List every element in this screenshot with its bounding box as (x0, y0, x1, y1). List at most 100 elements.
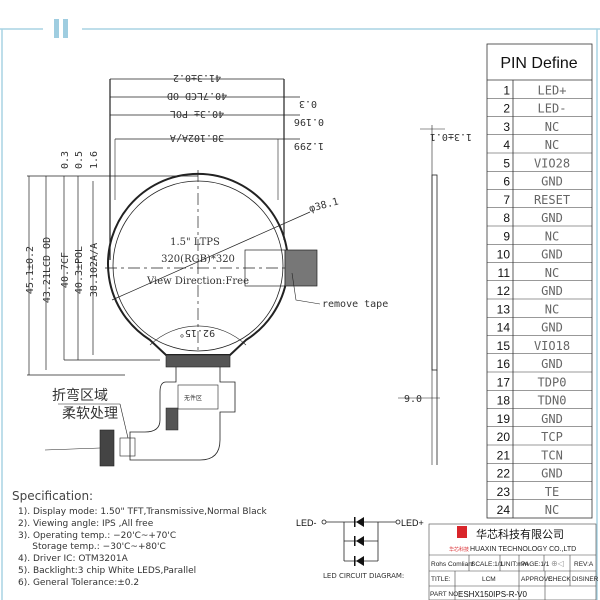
svg-text:40.7LCD OD: 40.7LCD OD (167, 90, 227, 101)
pin-number: 9 (503, 229, 510, 243)
led-circuit-caption: LED CIRCUIT DIAGRAM: (323, 572, 404, 580)
svg-text:40.3±POL: 40.3±POL (74, 246, 85, 294)
svg-text:Rohs Comliant: Rohs Comliant (431, 561, 474, 568)
svg-text:remove tape: remove tape (322, 299, 388, 310)
pin-name: NC (545, 138, 559, 152)
svg-text:1). Display mode: 1.50" TFT,Tr: 1). Display mode: 1.50" TFT,Transmissive… (18, 507, 268, 517)
pin-number: 22 (497, 467, 511, 481)
side-view (398, 125, 445, 465)
pin-table-title: PIN Define (500, 55, 577, 72)
svg-text:ESHX150IPS-R-V0: ESHX150IPS-R-V0 (458, 590, 527, 599)
side-dim-label: 9.0 (404, 394, 422, 405)
led-diode-icon (354, 517, 364, 566)
projection-symbol-icon: ⊕◁ (551, 559, 564, 568)
pin-number: 12 (497, 284, 511, 298)
display-annotations: 1.5" LTPS 320(RGB)*320 View Direction:Fr… (52, 196, 388, 422)
pin-row: 13 NC (487, 298, 592, 316)
front-view (27, 78, 321, 467)
led-plus-label: LED+ (401, 518, 424, 528)
pin-name: VIO18 (534, 339, 570, 353)
pin-number: 14 (497, 321, 511, 335)
svg-text:REV:A: REV:A (574, 561, 594, 568)
pin-name: GND (541, 321, 563, 335)
pin-number: 10 (497, 248, 511, 262)
pin-number: 6 (503, 175, 510, 189)
pin-row: 7 RESET (487, 189, 592, 207)
svg-text:5). Backlight:3 chip White LED: 5). Backlight:3 chip White LEDS,Parallel (18, 566, 196, 576)
svg-text:1.299: 1.299 (294, 140, 324, 151)
pin-number: 8 (503, 211, 510, 225)
svg-text:92.15°: 92.15° (179, 327, 215, 338)
pin-number: 24 (497, 503, 511, 517)
pin-row: 9 NC (487, 225, 592, 243)
pin-row: 12 GND (487, 280, 592, 298)
svg-text:APPROVE: APPROVE (521, 576, 553, 583)
pin-name: LED+ (538, 83, 567, 97)
pin-name: TDN0 (538, 394, 567, 408)
pin-number: 5 (503, 156, 510, 170)
svg-text:320(RGB)*320: 320(RGB)*320 (161, 254, 235, 265)
pin-number: 23 (497, 485, 511, 499)
pin-name: GND (541, 412, 563, 426)
svg-text:Specification:: Specification: (12, 489, 93, 503)
pin-number: 3 (503, 120, 510, 134)
remove-tape-area (284, 249, 318, 287)
pin-number: 11 (498, 266, 511, 280)
pin-row: 14 GND (487, 316, 592, 335)
pin-name: GND (541, 467, 563, 481)
pin-name: GND (541, 284, 563, 298)
pin-name: GND (541, 248, 563, 262)
pin-row: 23 TE (487, 481, 592, 499)
svg-text:1.5" LTPS: 1.5" LTPS (170, 237, 220, 248)
pin-number: 1 (503, 83, 510, 97)
svg-text:4). Driver IC: OTM3201A: 4). Driver IC: OTM3201A (18, 554, 129, 564)
pin-number: 7 (503, 193, 510, 207)
svg-text:40.7CF: 40.7CF (60, 252, 71, 288)
svg-text:PART NO.:: PART NO.: (430, 591, 462, 598)
pin-row: 4 NC (487, 134, 592, 152)
pin-name: TE (545, 485, 559, 499)
svg-text:45.1±0.2: 45.1±0.2 (25, 246, 36, 294)
svg-text:UNIT:mm: UNIT:mm (501, 561, 528, 568)
svg-text:38.102A/A: 38.102A/A (89, 243, 100, 297)
top-dimension-labels: 41.3±0.2 40.7LCD OD 40.3± POL 38.102A/A … (167, 72, 324, 151)
frame-marker-icon (54, 19, 68, 38)
svg-text:LCM: LCM (482, 576, 496, 583)
pin-number: 21 (497, 448, 511, 462)
left-dimension-labels: 45.1±0.2 43.21LCD OD 40.7CF 40.3±POL 38.… (25, 151, 100, 303)
pin-name: GND (541, 211, 563, 225)
svg-text:1.6: 1.6 (89, 151, 100, 169)
svg-text:SCALE:1/1: SCALE:1/1 (471, 561, 504, 568)
pin-row: 6 GND (487, 170, 592, 189)
pin-name: GND (541, 175, 563, 189)
pin-number: 2 (503, 102, 510, 116)
pin-row: 10 GND (487, 243, 592, 262)
pin-name: TDP0 (538, 375, 567, 389)
pin-name: RESET (534, 193, 570, 207)
title-block: 华芯科技有限公司 华芯科技 HUAXIN TECHNOLOGY CO.,LTD … (428, 523, 599, 600)
pin-name: NC (545, 120, 559, 134)
svg-text:CHECK: CHECK (548, 576, 571, 583)
svg-text:TITLE:: TITLE: (431, 576, 451, 583)
svg-text:0.3: 0.3 (299, 98, 317, 109)
pin-number: 4 (503, 138, 510, 152)
pin-name: NC (545, 302, 559, 316)
svg-text:折弯区域: 折弯区域 (52, 387, 108, 404)
pin-number: 20 (497, 430, 511, 444)
pin-number: 15 (497, 339, 511, 353)
svg-text:HUAXIN TECHNOLOGY CO.,LTD: HUAXIN TECHNOLOGY CO.,LTD (470, 546, 576, 553)
pin-name: NC (545, 229, 559, 243)
pin-number: 13 (497, 302, 511, 316)
pin-row: 3 NC (487, 116, 592, 134)
svg-text:0.5: 0.5 (74, 151, 85, 169)
specification: Specification: 1). Display mode: 1.50" T… (12, 489, 268, 588)
company-logo-icon (457, 526, 467, 538)
